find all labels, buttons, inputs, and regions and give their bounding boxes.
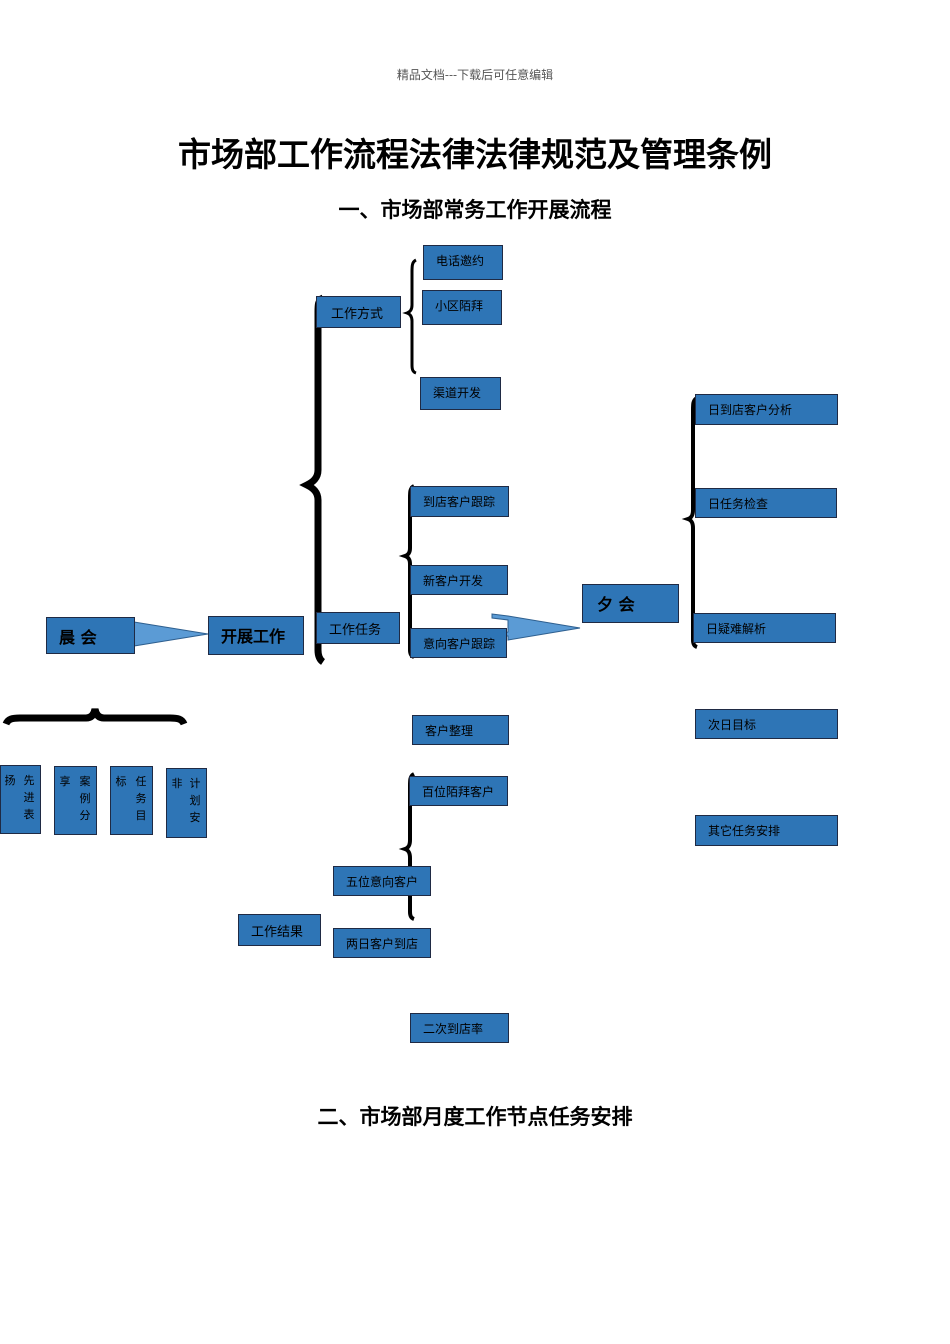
morning-meeting-node: 晨 会: [46, 617, 135, 654]
hundred-visit-node: 百位陌拜客户: [409, 776, 508, 806]
morning-item-praise: 扬 先进表: [0, 765, 41, 834]
next-day-goal-node: 次日目标: [695, 709, 838, 739]
phone-invite-node: 电话邀约: [423, 245, 503, 280]
morning-brace: [2, 708, 188, 726]
morning-item-target: 标 任务目: [110, 766, 153, 835]
work-task-node: 工作任务: [316, 612, 400, 644]
daily-task-check-node: 日任务检查: [695, 488, 837, 518]
section-1-heading: 一、市场部常务工作开展流程: [338, 198, 612, 222]
morning-item-share: 享 案例分: [54, 766, 97, 835]
five-intent-node: 五位意向客户: [333, 866, 431, 896]
section-2-heading: 二、市场部月度工作节点任务安排: [317, 1105, 633, 1129]
evening-brace: [681, 396, 699, 649]
daily-problem-node: 日疑难解析: [693, 613, 836, 643]
community-visit-node: 小区陌拜: [422, 290, 502, 325]
work-method-node: 工作方式: [316, 296, 401, 328]
second-visit-rate-node: 二次到店率: [410, 1013, 509, 1043]
new-client-dev-node: 新客户开发: [410, 565, 508, 595]
evening-meeting-node: 夕 会: [582, 584, 679, 623]
two-day-store-node: 两日客户到店: [333, 928, 431, 958]
channel-dev-node: 渠道开发: [420, 377, 501, 410]
morning-item-plan: 非 计划安: [166, 768, 207, 838]
page-title: 市场部工作流程法律法律规范及管理条例: [178, 135, 772, 174]
daily-store-analysis-node: 日到店客户分析: [695, 394, 838, 425]
start-work-node: 开展工作: [208, 616, 304, 655]
store-client-follow-node: 到店客户跟踪: [410, 486, 509, 517]
intent-client-follow-node: 意向客户跟踪: [410, 628, 507, 658]
client-organize-node: 客户整理: [412, 715, 509, 745]
work-result-node: 工作结果: [238, 914, 321, 946]
method-brace: [402, 258, 417, 375]
main-brace: [299, 294, 326, 665]
morning-to-work-arrow: [133, 621, 209, 647]
other-tasks-node: 其它任务安排: [695, 815, 838, 846]
page-header: 精品文档---下载后可任意编辑: [396, 68, 554, 82]
